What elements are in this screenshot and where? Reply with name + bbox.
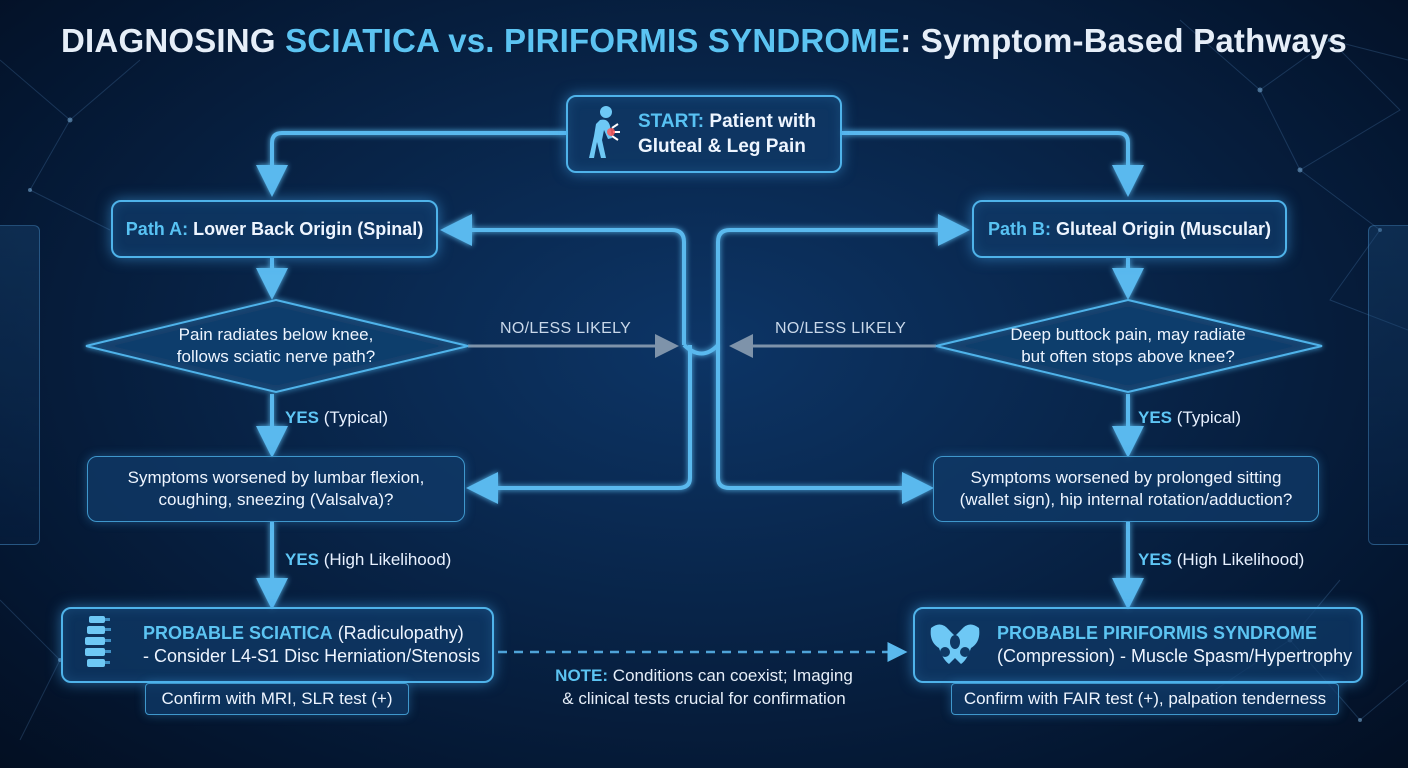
no-label-left: NO/LESS LIKELY: [500, 320, 632, 337]
title-suffix: : Symptom-Based Pathways: [900, 22, 1347, 59]
path-b-yes2-detail: (High Likelihood): [1176, 550, 1305, 569]
path-b-result-title: PROBABLE PIRIFORMIS SYNDROME: [997, 623, 1318, 643]
connector-start-to-path-a: [256, 131, 566, 197]
path-b-confirm-text: Confirm with FAIR test (+), palpation te…: [963, 689, 1327, 708]
path-b-yes1-detail: (Typical): [1176, 408, 1241, 427]
start-node: START: Patient with Gluteal & Leg Pain: [566, 95, 842, 173]
note-line2: & clinical tests crucial for confirmatio…: [562, 689, 846, 708]
path-b-label: Gluteal Origin (Muscular): [1055, 218, 1272, 239]
left-side-panel-decoration: [0, 225, 40, 545]
path-b-question1-line1: Deep buttock pain, may radiate: [1010, 325, 1246, 344]
note-line1: Conditions can coexist; Imaging: [612, 666, 853, 685]
path-b-question1: Deep buttock pain, may radiate but often…: [982, 324, 1274, 368]
start-prefix: START:: [638, 111, 705, 132]
path-a-label: Lower Back Origin (Spinal): [193, 218, 424, 239]
path-b-yes1-word: YES: [1138, 408, 1173, 427]
path-a-question1-line1: Pain radiates below knee,: [178, 325, 374, 344]
path-a-prefix: Path A:: [125, 218, 189, 239]
title-highlight: SCIATICA vs. PIRIFORMIS SYNDROME: [285, 22, 901, 59]
start-line2: Gluteal & Leg Pain: [638, 136, 806, 157]
path-b-result: PROBABLE PIRIFORMIS SYNDROME (Compressio…: [913, 607, 1363, 683]
path-a-question1-line2: follows sciatic nerve path?: [176, 347, 376, 366]
path-a-question1: Pain radiates below knee, follows sciati…: [136, 324, 416, 368]
path-a-question2-line2: coughing, sneezing (Valsalva)?: [158, 490, 394, 509]
path-b-yes1-label: YES (Typical): [1138, 408, 1241, 428]
connector-cross-right-lower: [716, 345, 934, 504]
right-side-panel-decoration: [1368, 225, 1408, 545]
path-a-yes1-word: YES: [285, 408, 320, 427]
path-b-result-detail: (Compression) - Muscle Spasm/Hypertrophy: [997, 646, 1353, 666]
path-a-question2: Symptoms worsened by lumbar flexion, cou…: [87, 456, 465, 522]
page-title: DIAGNOSING SCIATICA vs. PIRIFORMIS SYNDR…: [0, 22, 1408, 60]
coexist-note: NOTE: Conditions can coexist; Imaging & …: [520, 664, 888, 710]
path-b-yes2-word: YES: [1138, 550, 1173, 569]
connector-cross-right: [716, 214, 970, 345]
connector-cross-left: [440, 214, 686, 345]
decision-diamond-path-b: [935, 298, 1323, 394]
note-prefix: NOTE:: [555, 666, 609, 685]
path-b-prefix: Path B:: [987, 218, 1051, 239]
connector-start-to-path-b: [842, 131, 1144, 197]
path-a-result: PROBABLE SCIATICA (Radiculopathy) - Cons…: [61, 607, 494, 683]
path-b-confirm: Confirm with FAIR test (+), palpation te…: [951, 683, 1339, 715]
connector-center-hop: [682, 343, 720, 356]
path-b-yes2-label: YES (High Likelihood): [1138, 550, 1304, 570]
path-b-question2: Symptoms worsened by prolonged sitting (…: [933, 456, 1319, 522]
path-a-confirm-text: Confirm with MRI, SLR test (+): [161, 689, 393, 708]
title-prefix: DIAGNOSING: [61, 22, 286, 59]
path-a-result-title: PROBABLE SCIATICA: [143, 623, 333, 643]
path-a-question2-line1: Symptoms worsened by lumbar flexion,: [127, 468, 425, 487]
path-a-yes2-word: YES: [285, 550, 320, 569]
path-b-question2-line2: (wallet sign), hip internal rotation/add…: [959, 490, 1293, 509]
path-a-node: Path A: Lower Back Origin (Spinal): [111, 200, 438, 258]
start-line1: Patient with: [709, 111, 817, 132]
path-a-confirm: Confirm with MRI, SLR test (+): [145, 683, 409, 715]
path-a-result-sub: (Radiculopathy): [337, 623, 464, 643]
path-a-yes1-detail: (Typical): [323, 408, 388, 427]
path-a-yes2-detail: (High Likelihood): [323, 550, 452, 569]
path-b-question2-line1: Symptoms worsened by prolonged sitting: [970, 468, 1282, 487]
spine-icon: [79, 614, 113, 677]
decision-diamond-path-a: [85, 298, 469, 394]
path-a-yes2-label: YES (High Likelihood): [285, 550, 451, 570]
no-label-right: NO/LESS LIKELY: [775, 320, 907, 337]
pelvis-icon: [927, 618, 983, 673]
connector-cross-left-lower: [466, 345, 692, 504]
path-b-question1-line2: but often stops above knee?: [1021, 347, 1235, 366]
path-a-result-detail: - Consider L4-S1 Disc Herniation/Stenosi…: [143, 646, 481, 666]
person-back-pain-icon: [582, 104, 626, 165]
path-b-node: Path B: Gluteal Origin (Muscular): [972, 200, 1287, 258]
path-a-yes1-label: YES (Typical): [285, 408, 388, 428]
